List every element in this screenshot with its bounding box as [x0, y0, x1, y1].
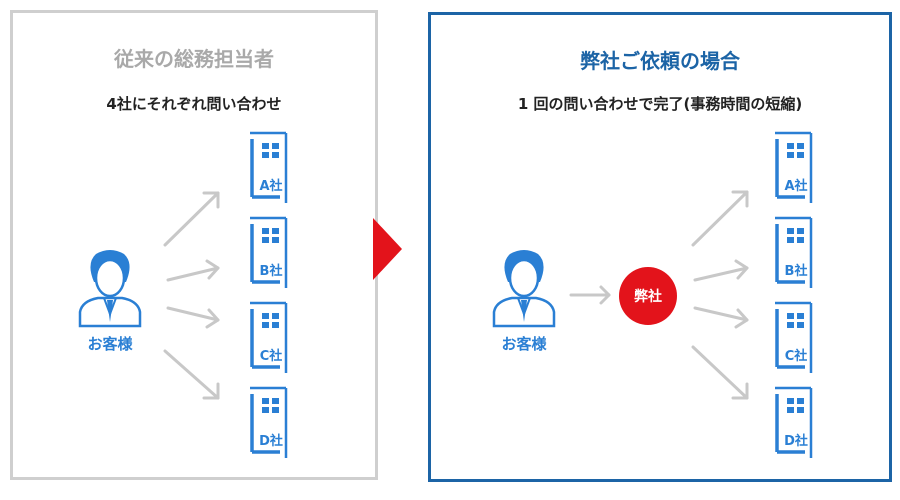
hub-label: 弊社	[634, 288, 662, 305]
building-icon	[775, 301, 813, 373]
left-panel-title: 従来の総務担当者	[114, 47, 274, 71]
company-label-a: A社	[259, 178, 282, 194]
right-panel-subtitle: 1 回の問い合わせで完了(事務時間の短縮)	[517, 95, 803, 113]
building-d: D社	[250, 386, 288, 458]
building-icon	[250, 131, 288, 203]
right-arrows	[691, 190, 749, 400]
customer-icon	[492, 250, 556, 328]
right-panel: 弊社ご依頼の場合 1 回の問い合わせで完了(事務時間の短縮) お客様 弊社	[428, 12, 892, 482]
building-icon	[775, 216, 813, 288]
arrow-to-c	[166, 306, 220, 329]
left-diagram: お客様 A社	[78, 131, 288, 458]
company-label-c: C社	[260, 348, 283, 364]
hub-circle	[619, 267, 677, 325]
arrow-to-a	[163, 191, 220, 247]
arrow-to-hub	[569, 285, 611, 305]
building-c: C社	[775, 301, 813, 373]
arrow-to-d	[163, 349, 220, 400]
building-d: D社	[775, 386, 813, 458]
company-label-d: D社	[784, 433, 808, 449]
arrow-to-c	[693, 306, 749, 329]
building-icon	[250, 301, 288, 373]
right-panel-title: 弊社ご依頼の場合	[580, 49, 740, 73]
left-panel-subtitle: 4社にそれぞれ問い合わせ	[106, 95, 282, 113]
building-a: A社	[250, 131, 288, 203]
building-icon	[775, 386, 813, 458]
arrow-to-b	[693, 259, 749, 282]
arrow-to-a	[691, 190, 749, 247]
right-customer-label: お客様	[501, 335, 547, 353]
building-icon	[250, 386, 288, 458]
company-label-a: A社	[784, 178, 807, 194]
right-diagram: お客様 弊社 A社	[492, 131, 813, 458]
building-icon	[250, 216, 288, 288]
left-panel: 従来の総務担当者 4社にそれぞれ問い合わせ お客様	[10, 10, 378, 480]
customer-icon	[78, 250, 142, 328]
building-icon	[775, 131, 813, 203]
building-b: B社	[250, 216, 288, 288]
building-a: A社	[775, 131, 813, 203]
company-label-b: B社	[260, 263, 283, 279]
company-label-b: B社	[785, 263, 808, 279]
building-c: C社	[250, 301, 288, 373]
company-label-c: C社	[785, 348, 808, 364]
left-arrows	[163, 191, 220, 400]
arrow-to-b	[166, 259, 220, 282]
company-label-d: D社	[259, 433, 283, 449]
left-customer-label: お客様	[87, 335, 133, 353]
building-b: B社	[775, 216, 813, 288]
arrow-to-d	[691, 345, 749, 400]
